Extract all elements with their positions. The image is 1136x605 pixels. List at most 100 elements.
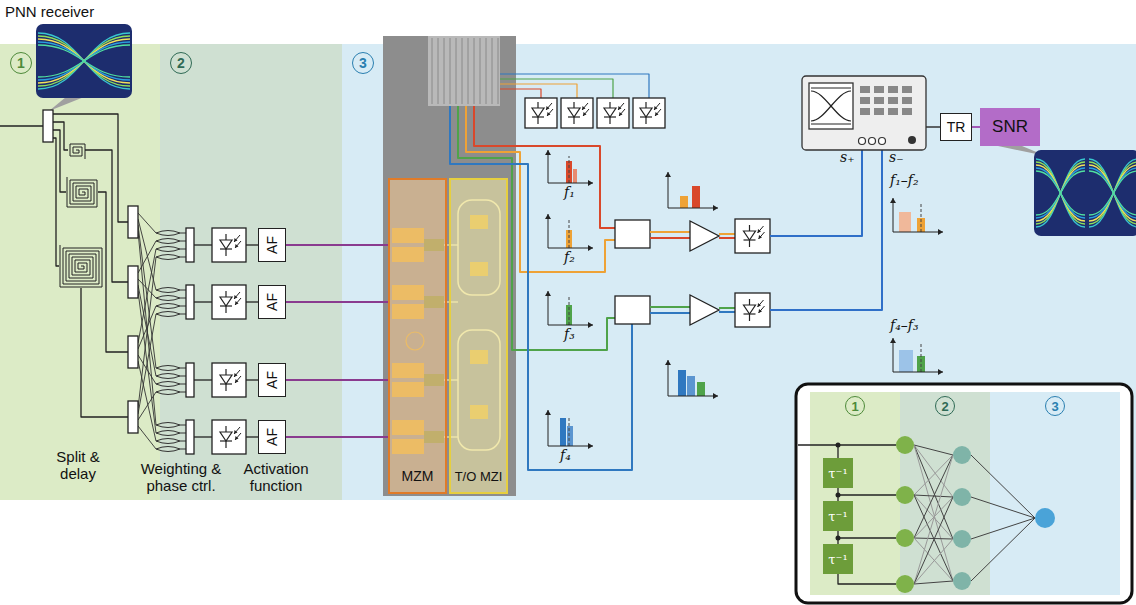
eye-trace (1089, 168, 1136, 218)
photodiode-symbol (604, 108, 616, 117)
fiber (486, 38, 487, 104)
wire (180, 441, 186, 442)
splitter (43, 110, 53, 142)
callout-number: 3 (352, 52, 374, 74)
light-arrowhead (582, 106, 586, 110)
scope-button (860, 108, 870, 115)
signal-label: s₊ (840, 150, 855, 165)
spectrum-bar (697, 382, 705, 396)
timing-recovery-box: TR (940, 113, 972, 141)
axis-arrow (890, 338, 896, 343)
axis-arrow (890, 198, 896, 203)
fiber (450, 38, 451, 104)
spectrum-bar (567, 426, 573, 446)
photodiode-box (212, 420, 246, 454)
input-neuron (896, 575, 914, 593)
combiner (186, 420, 194, 454)
axis-arrow (588, 322, 593, 328)
photodiode-box (735, 293, 770, 327)
photodiode-symbol (749, 225, 750, 231)
axis-arrow (545, 410, 551, 415)
axis-arrow (588, 443, 593, 449)
synapse (914, 445, 953, 581)
photodiode-symbol (220, 375, 232, 384)
mzi-weight (156, 296, 180, 301)
light-arrow (234, 370, 240, 377)
synapse (914, 445, 953, 539)
light-arrowhead (759, 235, 763, 239)
synapse (971, 497, 1035, 518)
amplifier (690, 221, 719, 251)
eye-trace (1036, 159, 1085, 227)
node-label: τ⁻¹ (828, 509, 847, 524)
scope-port (859, 138, 866, 145)
chip (383, 36, 516, 496)
plot-marker (569, 297, 570, 325)
mzi-weight (156, 382, 180, 387)
snr-box: SNR (980, 108, 1040, 146)
wire (180, 249, 186, 250)
photodiode-symbol (225, 426, 226, 432)
synapse (971, 518, 1035, 581)
photodiode-symbol (225, 384, 226, 391)
fiber (498, 38, 499, 104)
spectrum-bar (560, 418, 566, 446)
light-arrowhead (234, 373, 238, 377)
light-arrow (582, 103, 588, 110)
splitter (128, 266, 138, 298)
mzi-weight (156, 374, 180, 379)
wire (180, 433, 186, 434)
plot-axis (893, 232, 943, 233)
mzi-weight (156, 439, 180, 444)
weight-fanout (138, 231, 156, 425)
node-label: MZM (402, 468, 434, 484)
output-neuron (1035, 508, 1055, 528)
light-arrow (235, 298, 241, 305)
photodiode-symbol (645, 102, 646, 108)
light-arrowhead (654, 106, 658, 110)
plot-axis (893, 198, 894, 232)
band-split-delay (0, 44, 160, 500)
signal-label: f₄–f₃ (890, 318, 919, 333)
fiber (456, 38, 457, 104)
mzi-weight (156, 255, 180, 260)
hidden-neuron (953, 488, 971, 506)
stage-label: Activation function (236, 460, 316, 495)
axis-arrow (665, 172, 671, 177)
monitor-fiber (500, 79, 613, 98)
fiber (432, 38, 433, 104)
fiber-array (428, 36, 500, 106)
connector (837, 531, 838, 544)
monitor-fiber (500, 89, 541, 98)
wire (180, 384, 186, 385)
callout-number: 2 (170, 52, 192, 74)
mzi-region: T/O MZI (449, 178, 508, 494)
photodiode-symbol (640, 108, 652, 117)
light-arrowhead (235, 301, 239, 305)
photodiode-box (597, 98, 629, 128)
light-arrowhead (234, 430, 238, 434)
axis-arrow (545, 214, 551, 219)
photodiode-symbol (749, 299, 750, 305)
mzi-weight (156, 312, 180, 317)
connector (286, 244, 388, 246)
fiber (650, 231, 690, 233)
eye-trace (38, 42, 130, 80)
mzi-weight (156, 390, 180, 395)
photodiode-box (633, 98, 665, 128)
light-arrowhead (235, 436, 239, 440)
axis-arrow (938, 369, 943, 375)
wire (180, 298, 186, 299)
eye-trace (1036, 162, 1085, 224)
scope-eye (811, 124, 851, 125)
scope-button (860, 97, 870, 104)
spectrum-bar (687, 376, 695, 396)
node-label: AF (264, 428, 280, 446)
wire (926, 126, 940, 128)
plot-marker (569, 416, 570, 446)
node-label: AF (264, 293, 280, 311)
weight-fanout (138, 355, 156, 384)
wire (180, 314, 186, 315)
callout-number: 1 (10, 52, 32, 74)
light-arrow (234, 292, 240, 299)
